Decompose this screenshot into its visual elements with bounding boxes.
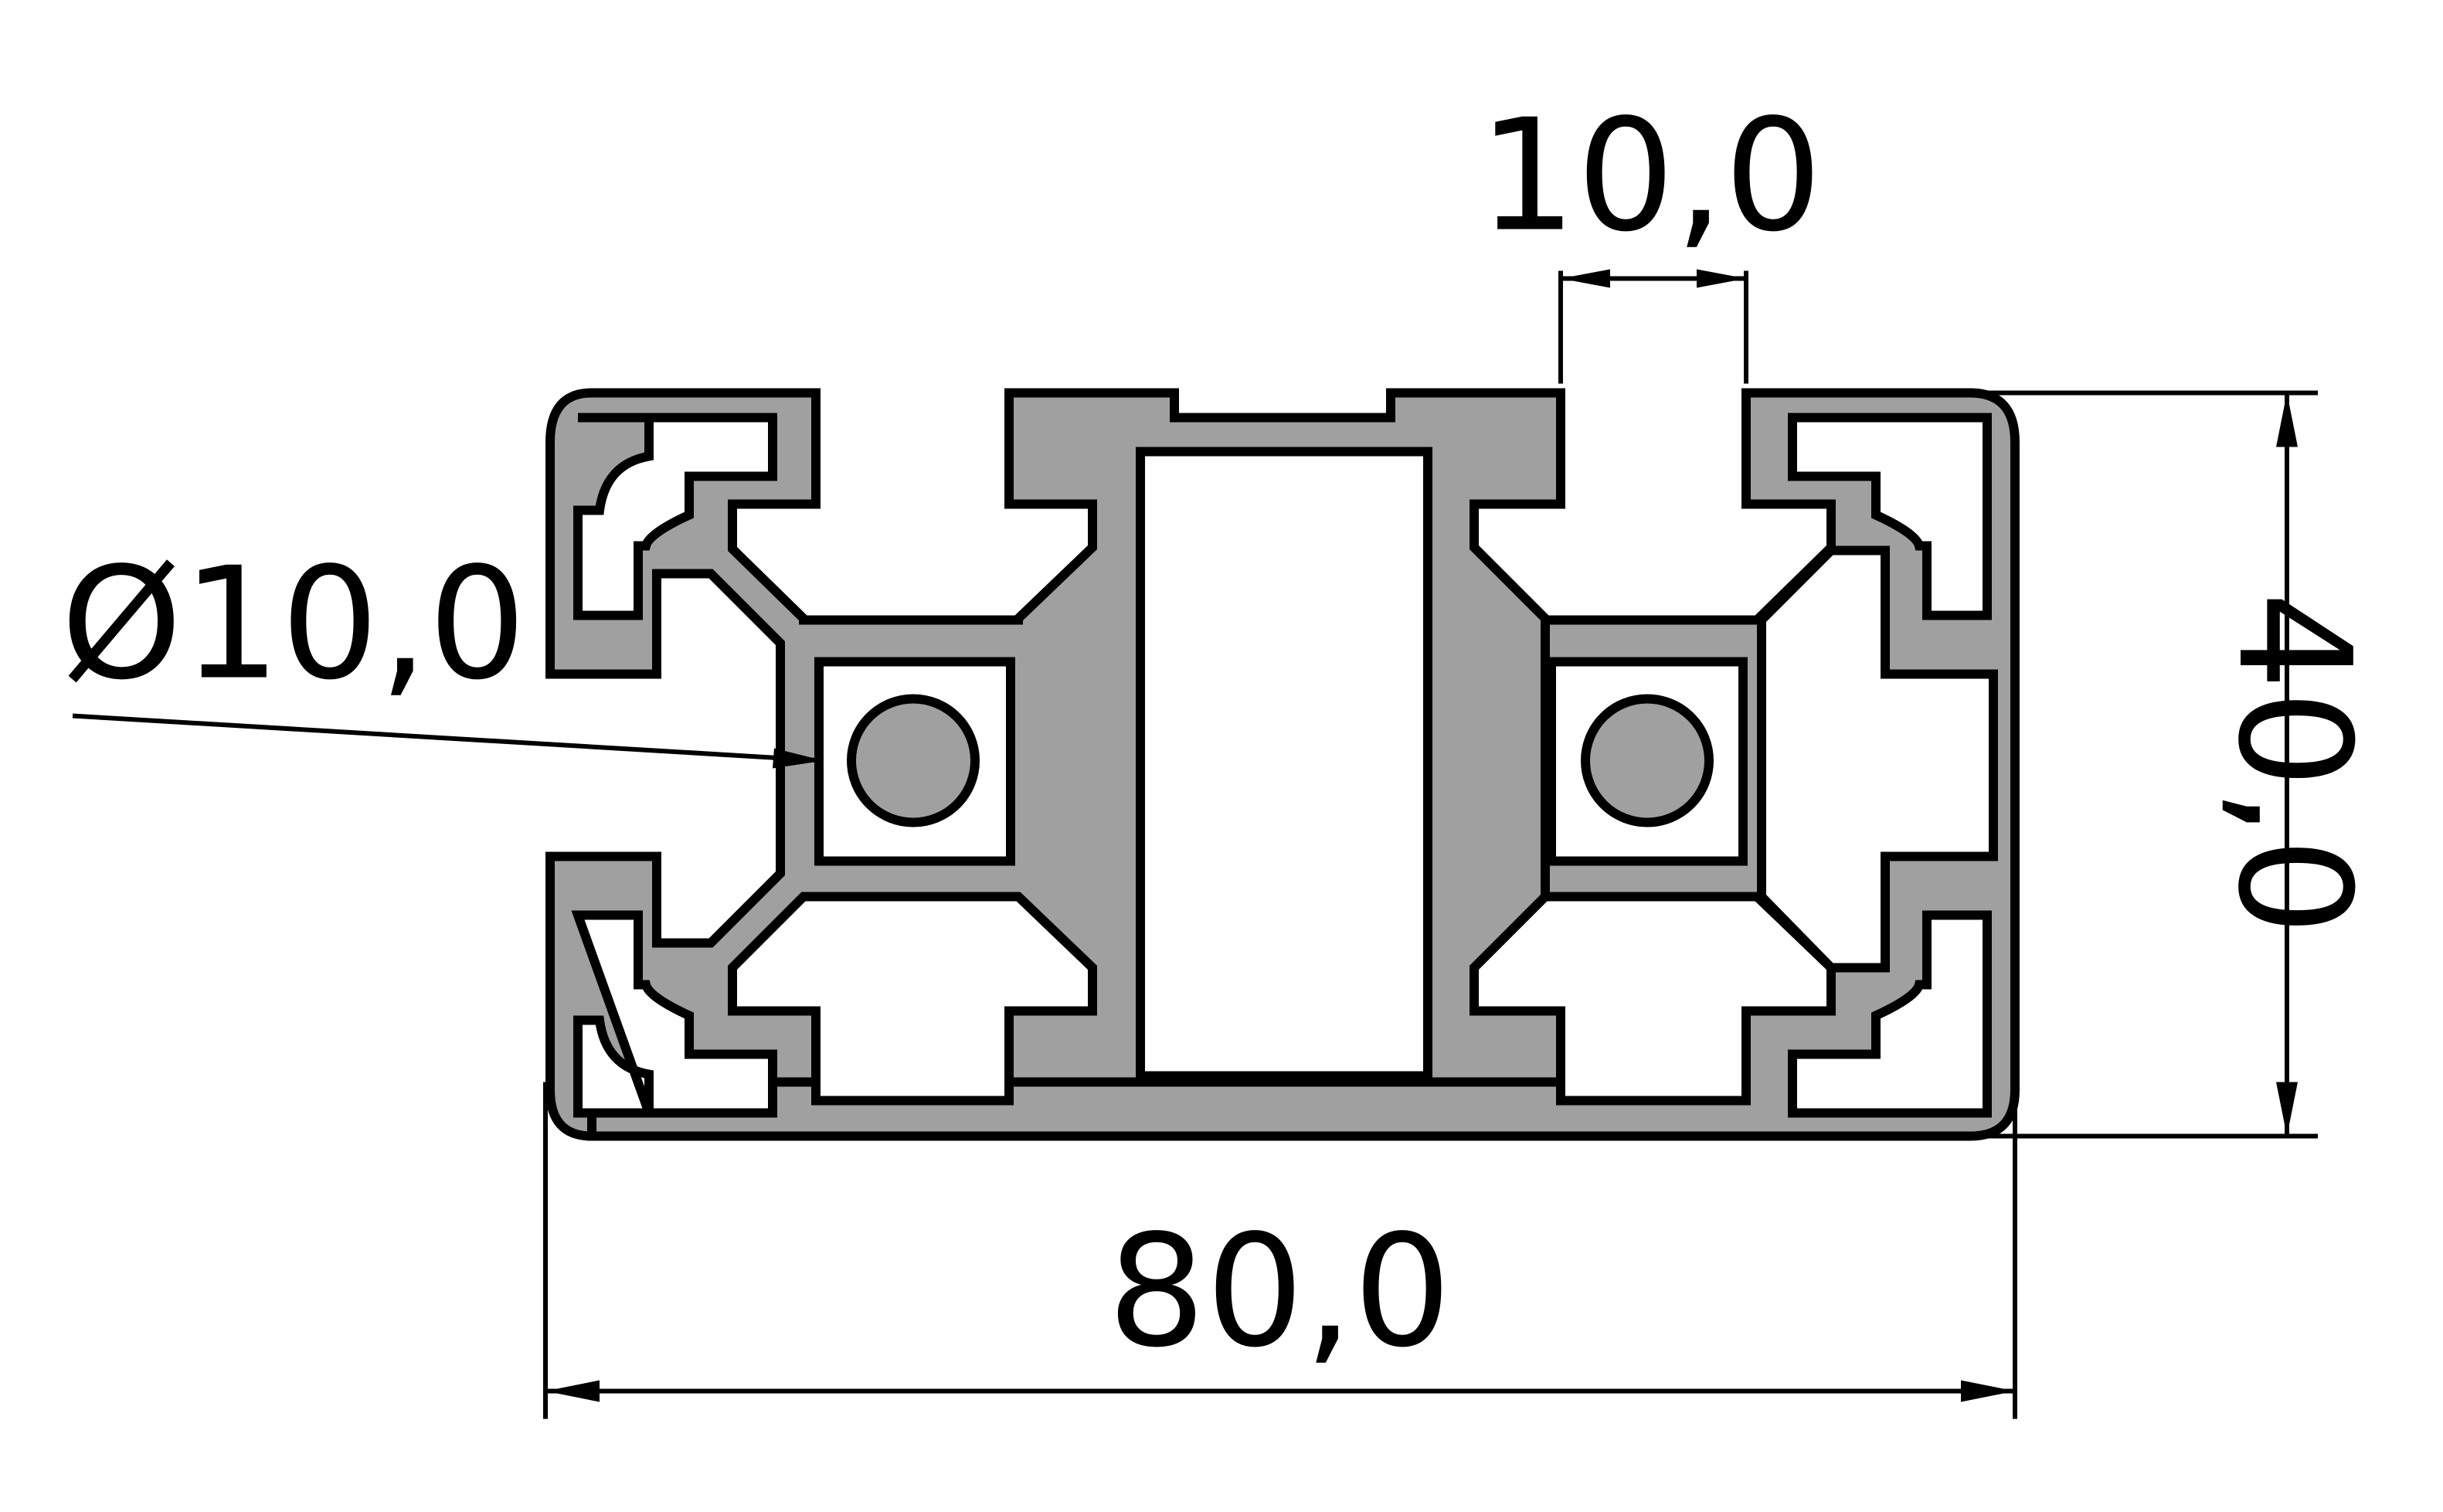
corner-cavity-top-right (1788, 413, 1992, 620)
corner-cavity-bottom-right (1788, 910, 1992, 1118)
bottom-slot-cavity-left (728, 892, 1097, 1106)
corner-cavity-bottom-left (571, 910, 777, 1118)
slot-width-label: 10,0 (1478, 87, 1822, 267)
left-center-bore (847, 694, 980, 827)
corner-cavity-top-left (573, 413, 777, 620)
dimension-overall-width: 80,0 (543, 1082, 2017, 1419)
central-cavity (1136, 447, 1432, 1081)
dimension-bore-diameter: Ø10,0 (61, 535, 824, 769)
dimension-overall-height: 40,0 (1970, 390, 2384, 1139)
overall-height-label: 40,0 (2203, 592, 2384, 936)
dimension-slot-width: 10,0 (1478, 87, 1823, 384)
profile-section (545, 388, 2020, 1141)
right-center-bore (1581, 694, 1714, 827)
bore-diameter-label: Ø10,0 (61, 535, 527, 715)
bottom-slot-cavity-right (1470, 892, 1836, 1106)
right-side-slot-cavity (1757, 545, 1998, 973)
overall-width-label: 80,0 (1107, 1202, 1451, 1382)
